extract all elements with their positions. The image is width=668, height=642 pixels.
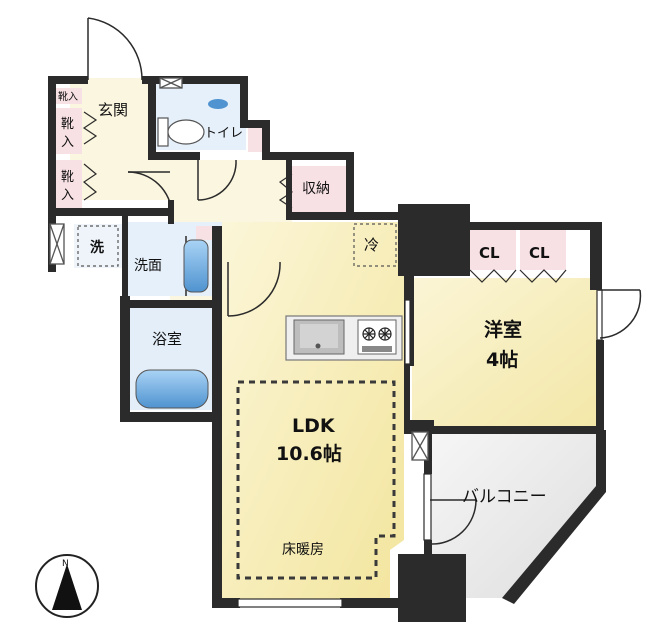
balcony-label: バルコニー bbox=[462, 487, 547, 507]
bathtub bbox=[135, 369, 209, 409]
closet-1-floor bbox=[470, 230, 516, 270]
floor-heating-label: 床暖房 bbox=[282, 542, 324, 558]
shoe-storage-1 bbox=[56, 108, 82, 154]
shoe-top-label: 靴入 bbox=[58, 90, 78, 103]
hallway-floor bbox=[70, 78, 292, 300]
toilet-fixture bbox=[157, 99, 228, 147]
fridge-space bbox=[353, 223, 397, 267]
washer-box bbox=[77, 225, 119, 267]
ldk-size-label: 10.6帖 bbox=[276, 442, 342, 465]
bath-label: 浴室 bbox=[152, 330, 182, 348]
shoe-storage-2 bbox=[56, 160, 82, 208]
western-size-label: 4帖 bbox=[486, 348, 518, 371]
fridge-label: 冷 bbox=[364, 236, 379, 254]
western-room-floor bbox=[412, 278, 598, 426]
balcony-floor bbox=[430, 432, 598, 598]
shoe-1-label-b: 入 bbox=[61, 135, 74, 150]
western-name-label: 洋室 bbox=[484, 318, 522, 341]
floor-heating-outline bbox=[236, 380, 396, 580]
pipe-space-a bbox=[196, 226, 214, 240]
shoe-storage-top bbox=[56, 88, 82, 104]
shoe-1-label-a: 靴 bbox=[61, 117, 74, 132]
kitchen-counter bbox=[285, 315, 403, 361]
north-label: N bbox=[62, 559, 69, 569]
stove-burner-icon bbox=[362, 327, 392, 341]
closet-2-label: CL bbox=[529, 244, 550, 262]
bifold-doors bbox=[82, 111, 567, 283]
toilet-label: トイレ bbox=[204, 126, 243, 141]
north-arrow-icon bbox=[52, 564, 82, 610]
shoe-2-label-b: 入 bbox=[61, 188, 74, 203]
washroom-label: 洗面 bbox=[134, 258, 162, 274]
washer-space bbox=[74, 224, 124, 268]
wash-basin bbox=[183, 239, 209, 293]
duct-symbols bbox=[49, 77, 429, 461]
shoe-2-label-a: 靴 bbox=[61, 170, 74, 185]
ldk-name-label: LDK bbox=[292, 415, 336, 437]
closet-1-label: CL bbox=[479, 244, 500, 262]
closet-2-floor bbox=[520, 230, 566, 270]
pipe-space-b bbox=[248, 124, 262, 152]
washer-label: 洗 bbox=[90, 239, 104, 256]
storage-label: 収納 bbox=[302, 181, 330, 197]
compass: N bbox=[35, 554, 99, 618]
genkan-label: 玄関 bbox=[98, 101, 128, 119]
storage-floor bbox=[292, 166, 348, 212]
